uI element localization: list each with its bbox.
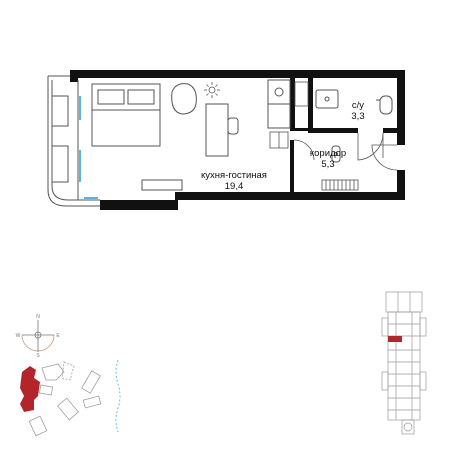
corridor-label: коридор 5,3 bbox=[298, 148, 358, 170]
doors bbox=[293, 132, 398, 171]
floor-key-plan bbox=[381, 291, 427, 435]
corridor-name: коридор bbox=[309, 148, 347, 159]
bathroom-name: с/у bbox=[351, 100, 365, 111]
tv-stand bbox=[141, 179, 183, 191]
apartment-plan bbox=[47, 70, 405, 210]
bed bbox=[91, 83, 161, 147]
kitchen-counter bbox=[267, 79, 291, 129]
wardrobe bbox=[269, 131, 289, 149]
compass-east-label: E bbox=[56, 333, 60, 339]
armchair bbox=[171, 83, 197, 115]
lamp-icon bbox=[204, 82, 220, 98]
living-room-name: кухня-гостиная bbox=[201, 170, 267, 181]
compass-west-label: W bbox=[16, 333, 21, 339]
compass-south-label: S bbox=[36, 353, 40, 359]
living-room-area: 19,4 bbox=[224, 181, 244, 192]
shoe-rack bbox=[321, 179, 359, 191]
bathroom-fixtures bbox=[315, 89, 393, 163]
compass bbox=[21, 320, 55, 352]
corridor-area: 5,3 bbox=[321, 159, 335, 170]
bathroom-label: с/у 3,3 bbox=[340, 100, 376, 122]
interior-walls bbox=[290, 78, 397, 192]
balcony-glazing bbox=[47, 75, 100, 207]
neighbor-buildings bbox=[28, 361, 102, 437]
river bbox=[115, 359, 121, 433]
site-plan bbox=[20, 359, 121, 437]
compass-labels: N E W S bbox=[16, 314, 61, 359]
desk bbox=[205, 103, 239, 157]
living-room-label: кухня-гостиная 19,4 bbox=[184, 170, 284, 192]
bathroom-area: 3,3 bbox=[351, 111, 365, 122]
kitchen-niche bbox=[294, 81, 309, 107]
compass-north-label: N bbox=[36, 314, 40, 320]
window-marks bbox=[79, 96, 98, 199]
exterior-walls bbox=[70, 70, 405, 210]
highlighted-building bbox=[20, 366, 40, 412]
selected-apartment-marker bbox=[388, 336, 402, 342]
